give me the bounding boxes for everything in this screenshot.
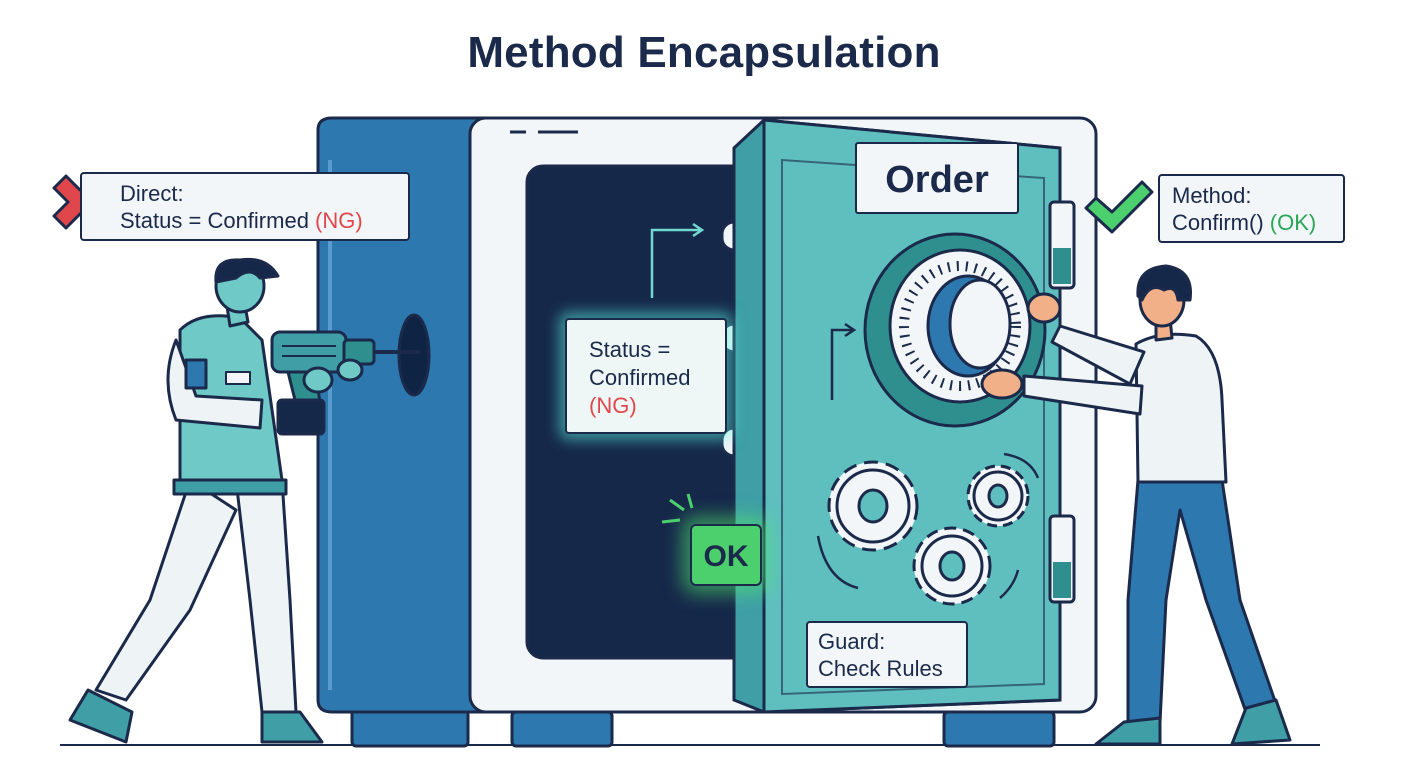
guard-label: Guard: Check Rules: [806, 621, 968, 688]
direct-callout-line2: Status = Confirmed (NG): [120, 207, 396, 234]
gear-icon: [827, 460, 919, 552]
method-callout-text: Confirm(): [1172, 210, 1270, 235]
safe-foot-mid: [510, 710, 614, 748]
inner-status-line2: Confirmed: [589, 365, 691, 390]
ok-tag: (OK): [1269, 210, 1317, 235]
safe-foot-right: [942, 710, 1056, 748]
worker-figure: [68, 257, 324, 744]
method-access-callout: Method: Confirm() (OK): [1158, 174, 1345, 243]
gear-icon: [966, 464, 1030, 528]
guard-line2: Check Rules: [818, 656, 943, 681]
direct-callout-text: Status = Confirmed: [120, 208, 316, 233]
method-callout-line2: Confirm() (OK): [1172, 209, 1331, 236]
direct-callout-line1: Direct:: [120, 181, 184, 206]
drill-hole: [397, 313, 431, 397]
guard-line1: Guard:: [818, 629, 886, 654]
direct-access-callout: Direct: Status = Confirmed (NG): [80, 172, 410, 241]
ng-tag: (NG): [315, 208, 363, 233]
inner-status-label: Status = Confirmed (NG): [565, 318, 727, 434]
diagram-title: Method Encapsulation: [467, 28, 941, 77]
ok-sparks: [661, 493, 694, 524]
green-check-icon: [1084, 180, 1154, 234]
operator-figure: [980, 264, 1292, 746]
combination-dial-icon: [863, 232, 1047, 428]
inner-status-line1: Status =: [589, 337, 671, 362]
gear-icon: [912, 526, 992, 606]
ok-badge: OK: [690, 524, 762, 586]
inner-status-ng: (NG): [589, 393, 637, 418]
method-callout-line1: Method:: [1172, 183, 1252, 208]
door-label-order: Order: [855, 142, 1019, 214]
flow-arrow: [650, 228, 700, 298]
drill-icon: [270, 330, 420, 436]
